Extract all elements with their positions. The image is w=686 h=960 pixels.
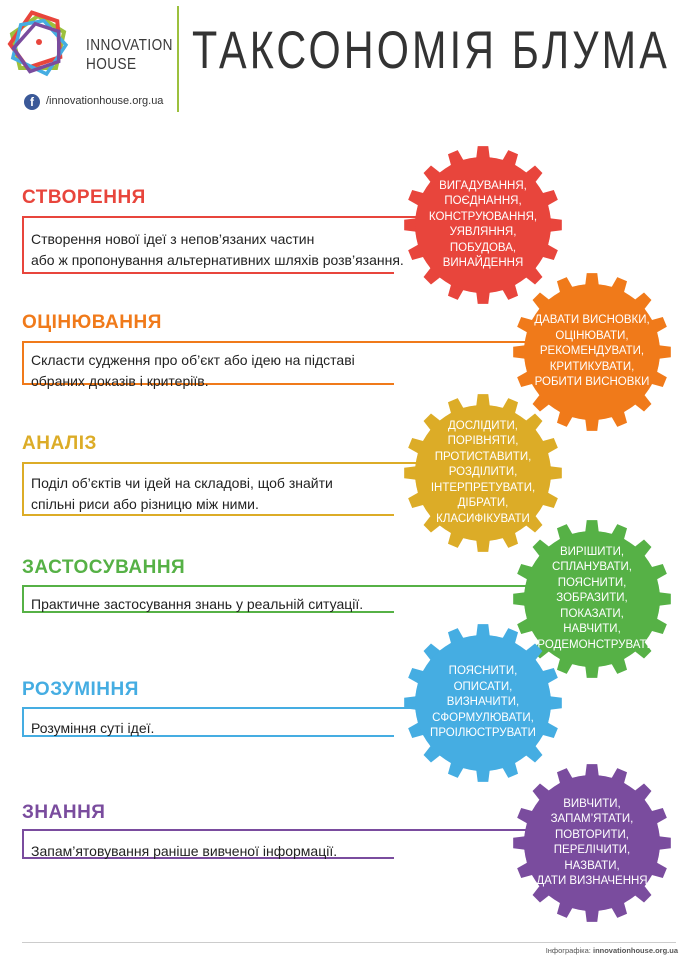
gear-verb: УЯВЛЯННЯ, [449,226,517,238]
gear-verb: ПОЯСНИТИ, [448,665,518,678]
gear-verb: ВИВЧИТИ, [563,797,621,810]
header-divider [177,6,179,112]
gear-verb: ПОРІВНЯТИ, [447,435,519,448]
gear-verb: ДАТИ ВИЗНАЧЕННЯ [536,875,648,887]
gear-verb: ЗОБРАЗИТИ, [556,592,628,605]
gear-verb: СПЛАНУВАТИ, [552,561,632,574]
level-box-evaluating [22,341,394,385]
level-title-understanding: РОЗУМІННЯ [22,679,139,700]
gear-verb: ВИЗНАЧИТИ, [446,696,520,709]
level-box-applying [22,585,394,613]
level-description-understanding: Розуміння суті ідеї. [31,720,155,736]
gear-verb: ВИРІШИТИ, [559,545,625,558]
gear-verb: ПОЯСНИТИ, [557,576,627,589]
innovation-house-logo [7,10,69,77]
level-title-evaluating: ОЦІНЮВАННЯ [22,312,162,333]
level-line-applying [22,585,547,587]
gear-verb: ПРОТИСТАВИТИ, [434,450,532,463]
level-title-applying: ЗАСТОСУВАННЯ [22,557,186,578]
gear-applying: ВИРІШИТИ, СПЛАНУВАТИ, ПОЯСНИТИ, ЗОБРАЗИТИ, П… [512,519,672,679]
level-title-remembering: ЗНАННЯ [22,802,106,823]
gear-verbs: ДАВАТИ ВИСНОВКИ, ОЦІНЮВАТИ, РЕКОМЕНДУВАТИ,… [512,272,672,432]
gear-verb: ВИНАЙДЕННЯ [442,257,524,269]
level-description-creating: Створення нової ідеї з непов’язаних част… [31,231,404,268]
gear-verbs: ВИВЧИТИ, ЗАПАМ’ЯТАТИ, ПОВТОРИТИ, ПЕРЕЛІЧИТИ… [512,763,672,923]
level-box-understanding [22,707,394,737]
gear-verb: ВИГАДУВАННЯ, [439,179,527,192]
level-line-remembering [22,829,547,831]
gear-verb: ПОВТОРИТИ, [554,828,629,841]
gear-verb: ДОСЛІДИТИ, [448,419,518,432]
gear-verb: ІНТЕРПРЕТУВАТИ, [430,481,536,494]
level-box-analysing [22,462,394,516]
level-title-creating: СТВОРЕННЯ [22,187,146,208]
gear-remembering: ВИВЧИТИ, ЗАПАМ’ЯТАТИ, ПОВТОРИТИ, ПЕРЕЛІЧИТИ… [512,763,672,923]
gear-verb: КЛАСИФІКУВАТИ [436,512,530,525]
gear-verb: ПОКАЗАТИ, [560,607,624,620]
gear-verbs: ДОСЛІДИТИ, ПОРІВНЯТИ, ПРОТИСТАВИТИ, РОЗДІЛИ… [403,393,563,553]
level-box-creating [22,216,394,274]
gear-evaluating: ДАВАТИ ВИСНОВКИ, ОЦІНЮВАТИ, РЕКОМЕНДУВАТИ,… [512,272,672,432]
gear-verb: ПОЄДНАННЯ, [444,195,522,207]
gear-analysing: ДОСЛІДИТИ, ПОРІВНЯТИ, ПРОТИСТАВИТИ, РОЗДІЛИ… [403,393,563,553]
gear-verbs: ВИРІШИТИ, СПЛАНУВАТИ, ПОЯСНИТИ, ЗОБРАЗИТИ, П… [512,519,672,679]
gear-verb: ОПИСАТИ, [453,680,513,693]
level-line-evaluating [22,341,547,343]
level-description-analysing: Поділ об’єктів чи ідей на складові, щоб … [31,475,333,512]
logo-line-1: INNOVATION [86,37,173,54]
gear-verbs: ВИГАДУВАННЯ, ПОЄДНАННЯ, КОНСТРУЮВАННЯ, УЯВЛ… [403,145,563,305]
gear-verb: ПЕРЕЛІЧИТИ, [553,844,631,856]
gear-verb: КОНСТРУЮВАННЯ, [428,210,538,223]
gear-verb: НАВЧИТИ, [563,623,621,636]
gear-verb: ДІБРАТИ, [457,497,509,510]
gear-verb: ОЦІНЮВАТИ, [555,329,629,342]
footer-divider [22,942,676,943]
gear-verb: РЕКОМЕНДУВАТИ, [539,345,645,358]
facebook-link[interactable]: /innovationhouse.org.ua [46,95,164,107]
level-line-understanding [22,707,442,709]
logo-text: INNOVATION HOUSE [86,36,173,74]
gear-verb: НАЗВАТИ, [564,859,620,872]
footer-label: Інфографіка: [545,946,591,955]
gear-verb: ДАВАТИ ВИСНОВКИ, [534,314,650,327]
page-title: ТАКСОНОМІЯ БЛУМА [192,21,670,80]
facebook-icon[interactable]: f [24,94,40,110]
gear-understanding: ПОЯСНИТИ, ОПИСАТИ, ВИЗНАЧИТИ, СФОРМУЛЮВАТИ,… [403,623,563,783]
level-line-analysing [22,462,442,464]
level-description-applying: Практичне застосування знань у реальній … [31,596,364,612]
gear-verb: ПРОІЛЮСТРУВАТИ [430,727,536,740]
level-description-evaluating: Скласти судження про об’єкт або ідею на … [31,352,355,389]
footer-site: innovationhouse.org.ua [592,946,678,955]
gear-verb: ПОБУДОВА, [449,241,517,254]
level-box-remembering [22,829,394,859]
gear-verb: ПРОДЕМОНСТРУВАТИ [529,638,655,651]
level-line-creating [22,216,442,218]
gear-verbs: ПОЯСНИТИ, ОПИСАТИ, ВИЗНАЧИТИ, СФОРМУЛЮВАТИ,… [403,623,563,783]
gear-verb: ЗАПАМ’ЯТАТИ, [550,813,634,825]
gear-creating: ВИГАДУВАННЯ, ПОЄДНАННЯ, КОНСТРУЮВАННЯ, УЯВЛ… [403,145,563,305]
level-description-remembering: Запам’ятовування раніше вивченої інформа… [31,843,338,859]
gear-verb: РОЗДІЛИТИ, [448,466,518,479]
logo-line-2: HOUSE [86,56,137,73]
gear-verb: КРИТИКУВАТИ, [549,360,635,373]
footer-credit: Інфографіка: innovationhouse.org.ua [546,946,678,955]
gear-verb: РОБИТИ ВИСНОВКИ [534,376,650,389]
level-title-analysing: АНАЛІЗ [22,433,97,454]
gear-verb: СФОРМУЛЮВАТИ, [432,711,534,724]
